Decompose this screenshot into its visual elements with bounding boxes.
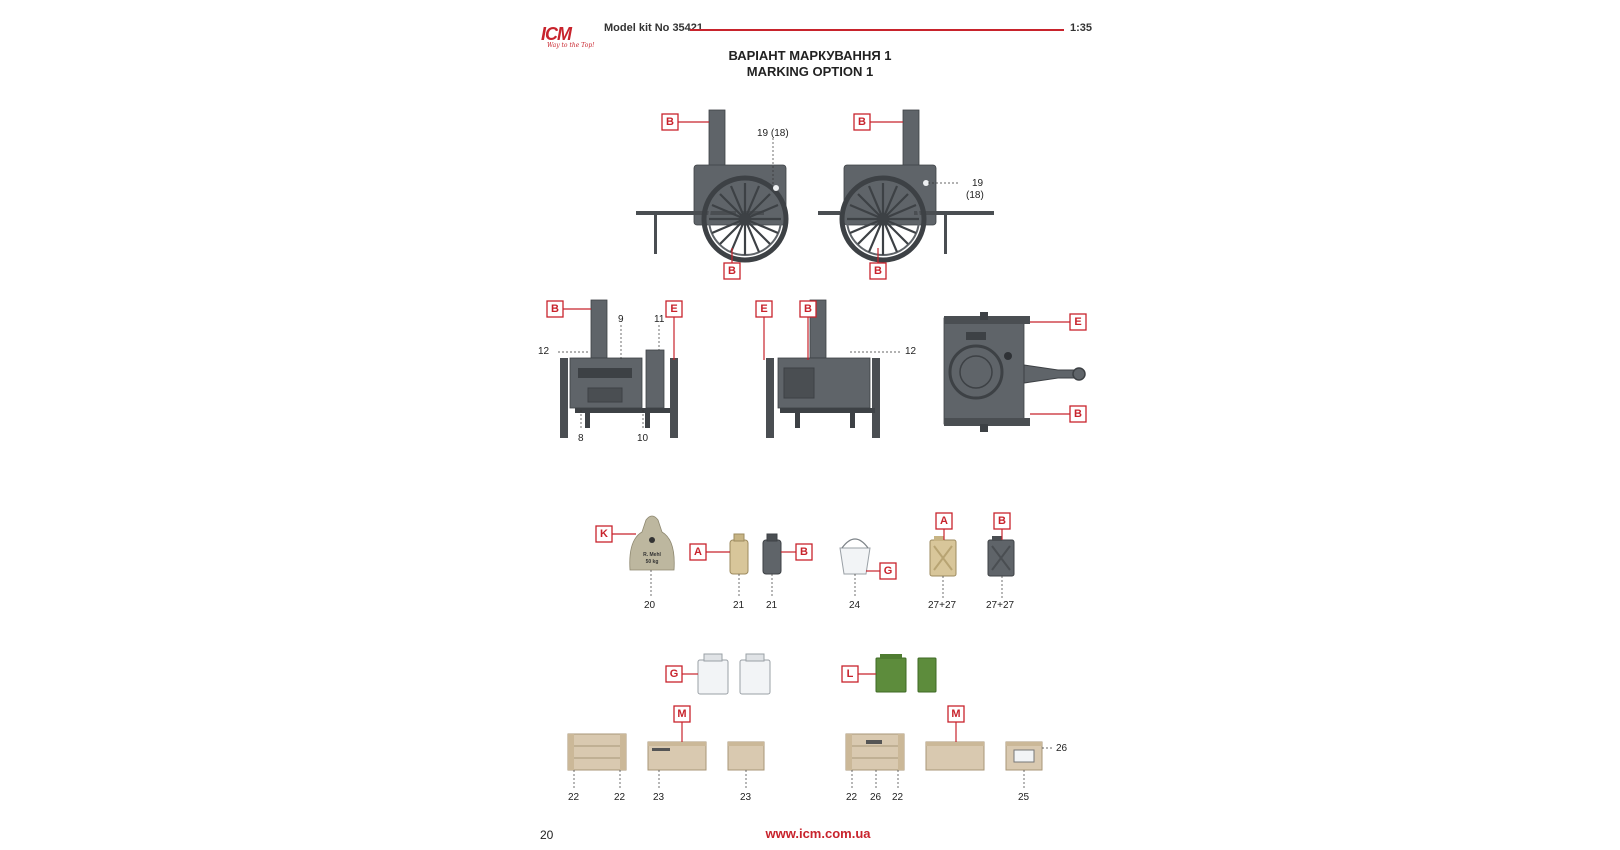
callout-l: [841, 665, 876, 683]
bottle-sand: [729, 533, 749, 575]
canister-green-1: [875, 654, 907, 693]
callout-b5-label: B: [551, 303, 559, 315]
part-number-22-d: 22: [892, 792, 904, 803]
header-rule: [690, 29, 1064, 31]
scale-label: 1:35: [1070, 22, 1093, 34]
callout-m2-label: M: [951, 708, 961, 720]
callout-e2: [755, 300, 773, 360]
flour-bag: [629, 515, 675, 571]
canister-green-2: [917, 657, 937, 693]
callout-m1: [673, 705, 691, 742]
marking-title-en: MARKING OPTION 1: [746, 64, 874, 79]
wooden-box-right-a: [845, 733, 905, 771]
bucket: [839, 538, 871, 575]
callout-b2-label: B: [728, 265, 736, 277]
wooden-box-left-b: [647, 741, 707, 771]
jerrycan-sand: [929, 536, 957, 577]
part-number-22-c: 22: [846, 792, 858, 803]
field-kitchen-side-right: [818, 109, 994, 263]
bag-stencil-line2: 50 kg: [645, 559, 659, 565]
part-number-27-sand: 27+27: [928, 600, 957, 611]
canister-white-2: [739, 653, 771, 695]
callout-b5: [546, 300, 591, 318]
callout-b2: [723, 248, 741, 280]
callout-e1: [665, 300, 683, 360]
callout-a1-label: A: [694, 546, 702, 558]
callout-g1: [866, 562, 897, 580]
callout-b9: [781, 543, 813, 561]
callout-a2-label: A: [940, 515, 948, 527]
icm-logo-tagline: Way to the Top!: [547, 42, 595, 49]
part-number-19-18-left: 19 (18): [757, 128, 789, 139]
part-number-19-right: 19: [972, 178, 984, 189]
marking-title-ua: ВАРІАНТ МАРКУВАННЯ 1: [728, 48, 892, 63]
callout-b3: [853, 113, 903, 131]
part-number-8: 8: [578, 433, 584, 444]
part-number-21-sand: 21: [733, 600, 745, 611]
website-link[interactable]: www.icm.com.ua: [765, 826, 871, 841]
callout-b3-label: B: [858, 116, 866, 128]
wooden-box-left-c: [727, 741, 765, 771]
callout-b4: [869, 248, 887, 280]
field-kitchen-front: [560, 299, 678, 438]
callout-e3: [1030, 313, 1087, 331]
callout-b10-label: B: [998, 515, 1006, 527]
callout-e3-label: E: [1074, 316, 1082, 328]
part-number-26-a: 26: [870, 792, 882, 803]
part-number-21-grey: 21: [766, 600, 778, 611]
kit-number-label: Model kit No 35421: [604, 22, 704, 34]
callout-k: [595, 525, 636, 543]
part-number-12-front: 12: [538, 346, 550, 357]
field-kitchen-rear: [766, 299, 880, 438]
callout-b6-label: B: [804, 303, 812, 315]
part-number-25: 25: [1018, 792, 1030, 803]
callout-b4-label: B: [874, 265, 882, 277]
jerrycan-grey: [987, 536, 1015, 577]
wooden-box-right-c: [1005, 741, 1043, 771]
part-number-20: 20: [644, 600, 656, 611]
callout-e1-label: E: [670, 303, 678, 315]
part-number-22-b: 22: [614, 792, 626, 803]
page-number: 20: [540, 828, 554, 842]
callout-l-label: L: [846, 668, 854, 680]
part-number-18-right: (18): [966, 190, 984, 201]
callout-m2: [947, 705, 965, 742]
callout-g2: [665, 665, 698, 683]
callout-b9-label: B: [800, 546, 808, 558]
part-number-23-b: 23: [740, 792, 752, 803]
callout-m1-label: M: [677, 708, 687, 720]
part-number-27-grey: 27+27: [986, 600, 1015, 611]
callout-b1-label: B: [666, 116, 674, 128]
icm-logo: ICM: [541, 24, 572, 44]
wooden-box-right-b: [925, 741, 985, 771]
part-number-11: 11: [654, 314, 665, 325]
part-number-26-b: 26: [1056, 743, 1068, 754]
callout-g1-label: G: [883, 565, 893, 577]
field-kitchen-top: [943, 312, 1086, 432]
bottle-grey: [762, 533, 782, 575]
part-number-9: 9: [618, 314, 624, 325]
callout-b7: [1030, 405, 1087, 423]
callout-b7-label: B: [1074, 408, 1082, 420]
callout-b6: [799, 300, 817, 360]
callout-g2-label: G: [669, 668, 679, 680]
callout-b1: [661, 113, 709, 131]
part-number-12-rear: 12: [905, 346, 917, 357]
callout-k-label: K: [600, 528, 608, 540]
field-kitchen-side-left: [636, 109, 789, 263]
callout-a2: [935, 512, 953, 540]
callout-e2-label: E: [760, 303, 768, 315]
bag-stencil-line1: R. Mehl: [643, 552, 661, 558]
part-number-10: 10: [637, 433, 649, 444]
part-number-23-a: 23: [653, 792, 665, 803]
callout-b10: [993, 512, 1011, 540]
callout-a1: [689, 543, 730, 561]
canister-white-1: [697, 653, 729, 695]
wooden-box-left-a: [567, 733, 627, 771]
part-number-24: 24: [849, 600, 861, 611]
part-number-22-a: 22: [568, 792, 580, 803]
